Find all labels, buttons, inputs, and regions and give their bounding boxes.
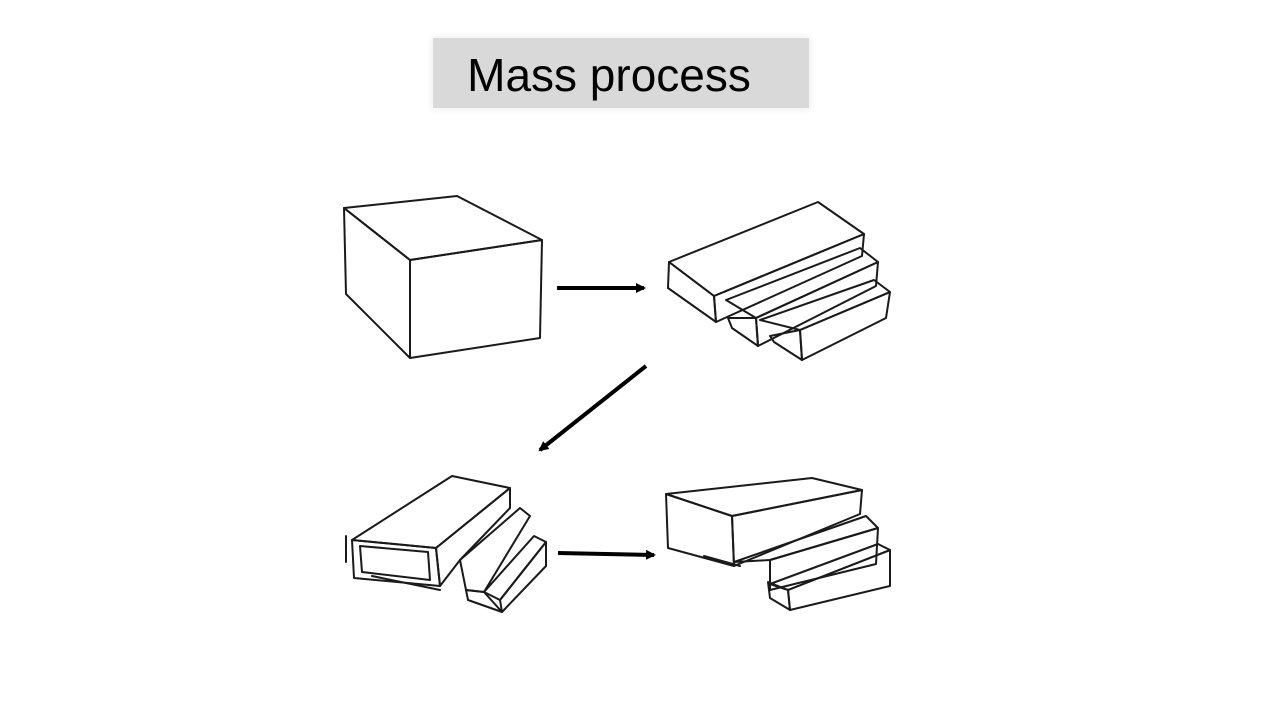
mass4-base-line [703, 555, 741, 567]
block3-step1-front [351, 539, 441, 587]
mass4-step1-side [665, 493, 735, 567]
block3-step3-front [499, 541, 547, 613]
bar-3-side [769, 329, 803, 361]
cube-left-face [343, 207, 411, 359]
mass4-step3-top [769, 543, 891, 591]
bar-1-side [667, 261, 717, 323]
block3-step2-top [459, 507, 531, 593]
block3-step2-front [465, 589, 503, 613]
arrow-step2-to-step3 [538, 364, 648, 452]
block3-step1-right [435, 487, 511, 587]
mass4-step1-front [731, 489, 863, 567]
title-box: Mass process [433, 38, 809, 108]
arrow-step3-to-step4 [557, 549, 656, 560]
mass4-step2-top [733, 515, 879, 563]
cube-front-face [409, 239, 543, 359]
step-1-cube [343, 195, 543, 359]
bar-3-top [759, 279, 891, 331]
bar-2-side [727, 317, 759, 347]
block3-base-line [371, 575, 441, 591]
block3-step3-top [483, 535, 547, 601]
step-2-stepped-bars [667, 201, 891, 361]
block3-step1-inner [359, 545, 431, 581]
mass4-step2-front [769, 527, 879, 591]
step-4-final-mass [665, 477, 891, 611]
step-3-stepped-block [345, 475, 547, 613]
slide-title: Mass process [467, 49, 751, 101]
cube-top-face [343, 195, 543, 261]
